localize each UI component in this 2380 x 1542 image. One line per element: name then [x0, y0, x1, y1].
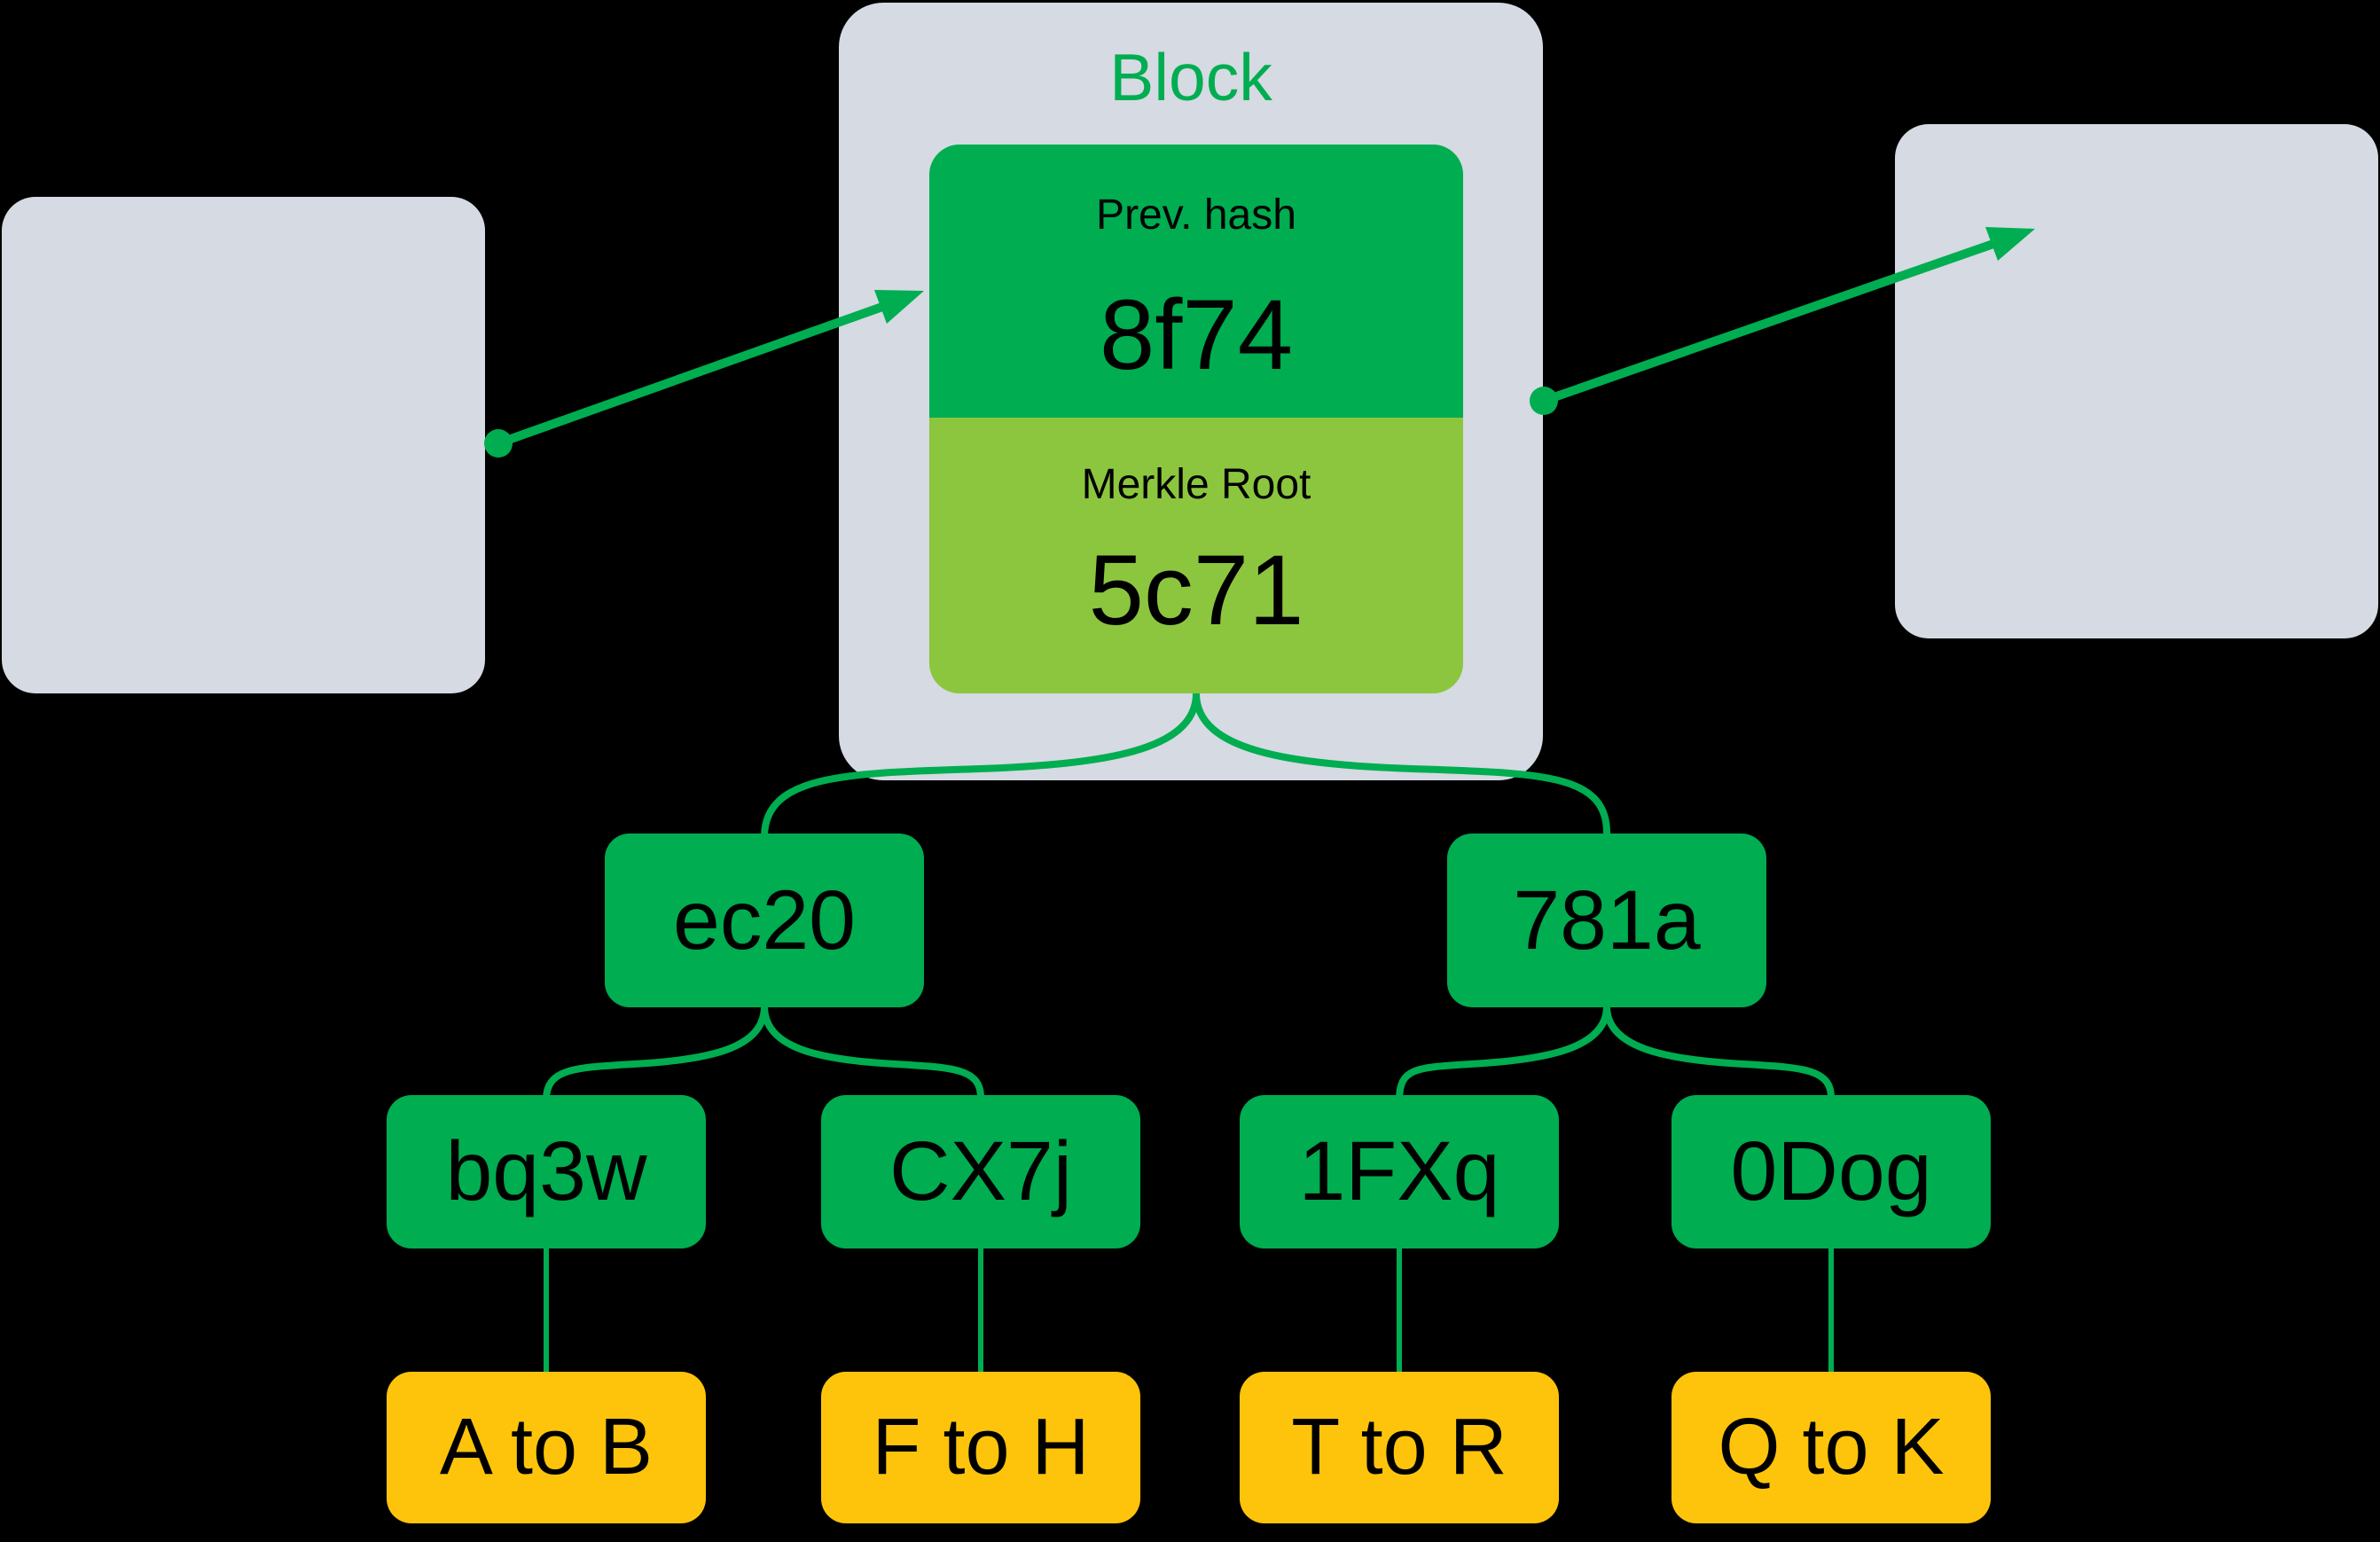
block-title: Block	[1109, 40, 1272, 114]
merkle-root-box: Merkle Root 5c71	[929, 418, 1463, 693]
arrow-tail-dot	[484, 429, 513, 458]
merkle-node-bq3w: bq3w	[387, 1095, 706, 1248]
merkle-node-0dog: 0Dog	[1671, 1095, 1991, 1248]
prev-hash-label: Prev. hash	[1096, 192, 1296, 239]
prev-hash-box: Prev. hash 8f74	[929, 145, 1463, 418]
transaction-f-to-h: F to H	[821, 1372, 1140, 1523]
merkle-node-1fxq: 1FXq	[1240, 1095, 1559, 1248]
merkle-root-label: Merkle Root	[1081, 461, 1311, 508]
arrow-shaft	[497, 302, 884, 448]
merkle-node-cx7j: CX7j	[821, 1095, 1140, 1248]
merkle-node-781a: 781a	[1447, 834, 1766, 1007]
transaction-a-to-b: A to B	[387, 1372, 706, 1523]
previous-block	[2, 197, 485, 693]
next-block	[1895, 124, 2378, 638]
merkle-root-value: 5c71	[1088, 535, 1304, 646]
transaction-t-to-r: T to R	[1240, 1372, 1559, 1523]
block-header: Prev. hash 8f74 Merkle Root 5c71	[929, 145, 1463, 693]
edge-ec20-to-cx7j	[761, 1006, 985, 1100]
merkle-node-ec20: ec20	[605, 834, 924, 1007]
edge-781a-to-0dog	[1603, 1006, 1836, 1100]
edge-ec20-to-bq3w	[543, 1006, 768, 1100]
prev-hash-value: 8f74	[1100, 279, 1293, 390]
edge-781a-to-1fxq	[1396, 1006, 1610, 1100]
transaction-q-to-k: Q to K	[1671, 1372, 1991, 1523]
